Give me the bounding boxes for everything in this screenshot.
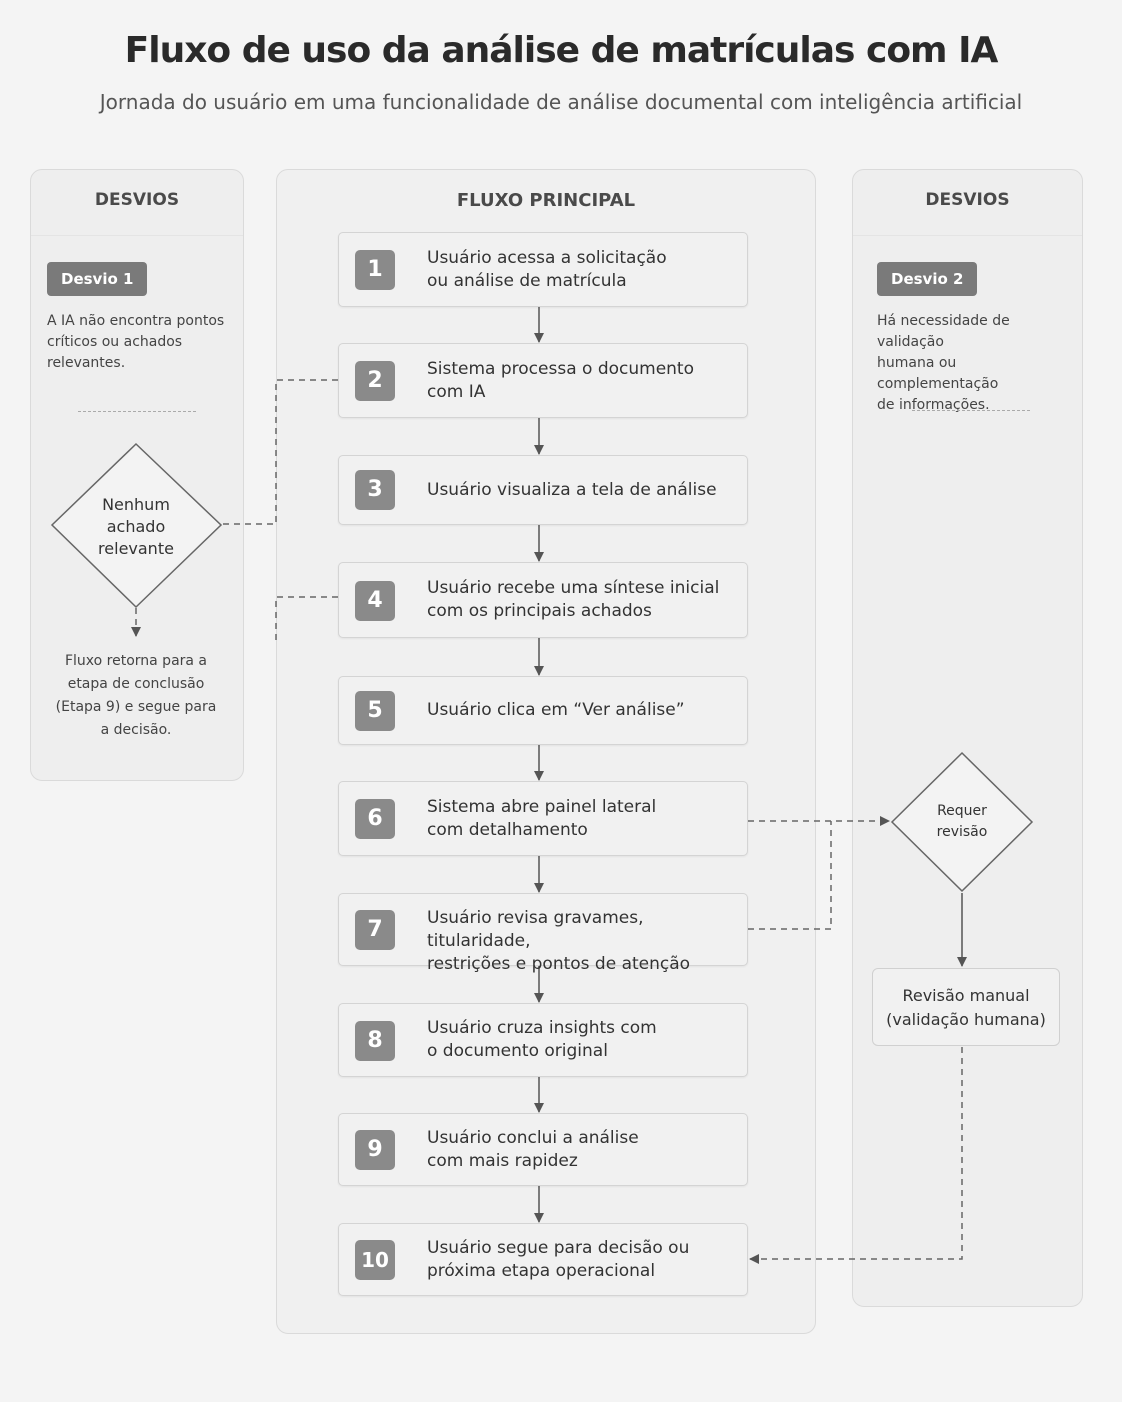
deviation-1-tag: Desvio 1 <box>47 262 148 296</box>
deviation-2-tag: Desvio 2 <box>877 262 978 296</box>
step-text: Usuário revisa gravames, titularidade,re… <box>427 908 691 974</box>
left-panel-header: DESVIOS <box>31 170 243 236</box>
dashed-step2-to-decision <box>221 379 338 525</box>
step-number: 5 <box>355 691 395 731</box>
dashed-review-to-step10 <box>749 1047 963 1264</box>
step-number: 1 <box>355 250 395 290</box>
step-5: 5 Usuário clica em “Ver análise” <box>338 676 748 745</box>
step-7: 7 Usuário revisa gravames, titularidade,… <box>338 893 748 974</box>
step-number: 7 <box>355 910 395 950</box>
step-text: Usuário clica em “Ver análise” <box>427 700 685 720</box>
step-number: 10 <box>355 1240 395 1280</box>
deviation-1-description: A IA não encontra pontos críticos ou ach… <box>47 313 225 371</box>
dashed-step4-link <box>275 596 338 640</box>
right-decision-diamond <box>890 751 1034 893</box>
left-decision-label: Nenhum achado relevante <box>98 495 174 558</box>
dashed-step7-to-review <box>748 821 832 930</box>
step-text: Usuário visualiza a tela de análise <box>427 480 717 500</box>
manual-review-box: Revisão manual (validação humana) <box>872 968 1060 1046</box>
page-subtitle: Jornada do usuário em uma funcionalidade… <box>99 90 1023 114</box>
right-separator <box>912 410 1030 411</box>
step-number: 4 <box>355 581 395 621</box>
left-separator <box>78 411 196 412</box>
left-decision-diamond <box>50 442 223 609</box>
right-panel-header: DESVIOS <box>853 170 1082 236</box>
right-decision-label: Requer revisão <box>936 803 988 840</box>
step-number: 8 <box>355 1021 395 1061</box>
step-3: 3 Usuário visualiza a tela de análise <box>338 455 748 525</box>
deviation-1-outcome: Fluxo retorna para a etapa de conclusão … <box>55 653 217 738</box>
main-panel-header: FLUXO PRINCIPAL <box>456 190 636 211</box>
step-number: 6 <box>355 799 395 839</box>
step-number: 2 <box>355 361 395 401</box>
step-number: 3 <box>355 470 395 510</box>
page-title: Fluxo de uso da análise de matrículas co… <box>124 30 999 71</box>
deviation-2-description: Há necessidade de validação humana ou co… <box>877 313 1010 413</box>
right-deviations-panel: DESVIOS <box>852 169 1083 1307</box>
step-number: 9 <box>355 1130 395 1170</box>
